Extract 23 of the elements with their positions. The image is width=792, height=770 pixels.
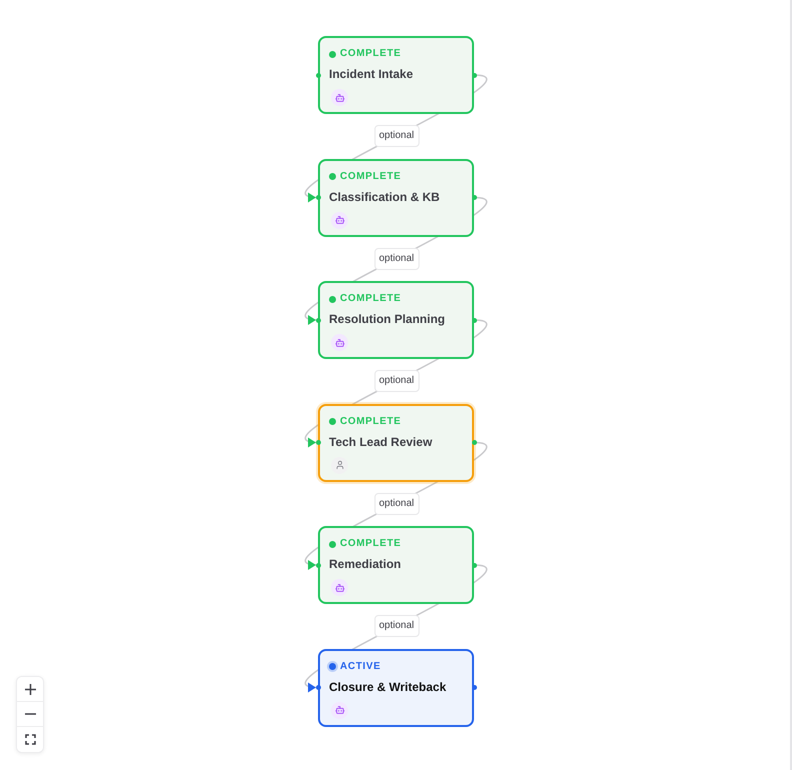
- edge-label: optional: [374, 615, 420, 638]
- step-card: [318, 526, 474, 604]
- status-label: COMPLETE: [340, 293, 402, 305]
- status-label: COMPLETE: [340, 48, 402, 60]
- step-card: [318, 36, 474, 114]
- status-label: COMPLETE: [340, 170, 402, 182]
- edge-label: optional: [374, 248, 420, 270]
- edge-label: optional: [374, 125, 420, 148]
- edge-label: optional: [374, 492, 420, 515]
- step-title: Closure & Writeback: [329, 678, 446, 694]
- step-card: [318, 404, 474, 482]
- status-label: ACTIVE: [340, 660, 381, 672]
- step-title: Remediation: [329, 556, 402, 572]
- step-title: Incident Intake: [329, 66, 414, 82]
- step-card: [318, 648, 474, 726]
- edge-label: optional: [374, 370, 420, 392]
- step-card: [318, 281, 474, 359]
- step-title: Tech Lead Review: [329, 434, 432, 450]
- step-card: [318, 158, 474, 236]
- step-title: Classification & KB: [329, 188, 440, 204]
- step-title: Resolution Planning: [329, 311, 445, 327]
- status-label: COMPLETE: [340, 538, 402, 550]
- status-label: COMPLETE: [340, 416, 402, 428]
